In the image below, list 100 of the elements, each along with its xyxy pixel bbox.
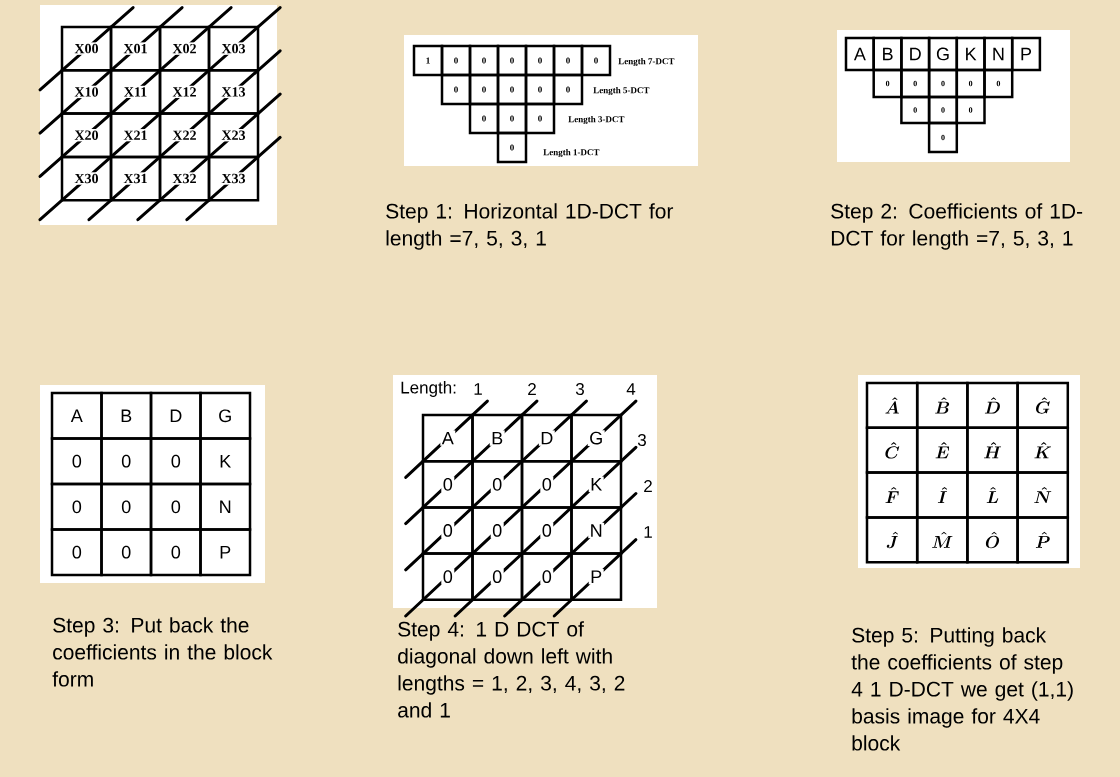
- grid-cell: B: [100, 391, 153, 440]
- length-label: Length 5-DCT: [593, 86, 650, 96]
- grid-cell: 0: [149, 482, 202, 531]
- grid-cell: X00: [60, 25, 113, 72]
- length-label: Length 3-DCT: [568, 115, 625, 125]
- grid-cell: 0: [520, 552, 573, 602]
- grid-cell: 0: [421, 459, 474, 509]
- grid-cell: 0: [100, 482, 153, 531]
- grid-cell: G: [570, 413, 623, 463]
- grid-cell: G: [199, 391, 252, 440]
- grid-cell: X21: [109, 112, 162, 159]
- grid-cell: K: [199, 437, 252, 486]
- grid-cell: X32: [158, 155, 211, 202]
- grid-cell: P: [199, 528, 252, 577]
- grid-cell: P: [570, 552, 623, 602]
- grid-cell: 0: [900, 95, 931, 125]
- grid-cell: X01: [109, 25, 162, 72]
- grid-cell: 0: [440, 73, 472, 106]
- length-number: 1: [644, 526, 652, 538]
- grid-cell: 0: [100, 528, 153, 577]
- grid-cell: X33: [207, 155, 260, 202]
- grid-cell: A: [844, 36, 875, 72]
- grid-cell: 0: [496, 73, 528, 106]
- grid-cell: 0: [955, 95, 986, 125]
- grid-cell: 0: [50, 482, 103, 531]
- grid-cell: 0: [872, 68, 903, 99]
- grid-cell: X10: [60, 69, 113, 115]
- grid-cell: $\hat{A}$: [865, 381, 919, 430]
- grid-cell: P: [1010, 36, 1042, 72]
- grid-cell: 0: [983, 68, 1014, 99]
- grid-cell: $\hat{C}$: [865, 426, 919, 474]
- grid-cell: 0: [468, 102, 500, 135]
- caption: Step 4: 1 D DCT of diagonal down left with lengths = 1, 2, 3, 4, 3, 2 and 1: [398, 621, 625, 718]
- grid-cell: $\hat{M}$: [915, 516, 969, 564]
- length-label: Length 7-DCT: [618, 57, 675, 67]
- grid-cell: D: [520, 413, 573, 463]
- grid-cell: X11: [109, 69, 162, 115]
- grid-cell: 0: [524, 44, 556, 77]
- grid-cell: A: [421, 413, 474, 463]
- grid-cell: $\hat{G}$: [1016, 381, 1070, 430]
- grid-cell: 0: [149, 528, 202, 577]
- grid-cell: 0: [421, 552, 474, 602]
- grid-cell: 1: [412, 44, 444, 77]
- grid-cell: 0: [471, 506, 524, 555]
- grid-cell: B: [471, 413, 524, 463]
- grid-cell: G: [927, 36, 959, 72]
- grid-cell: 0: [520, 459, 573, 509]
- grid-cell: 0: [900, 68, 931, 99]
- grid-cell: 0: [100, 437, 153, 486]
- grid-cell: N: [199, 482, 252, 531]
- caption: Step 1: Horizontal 1D-DCT for length =7, 5, 3, 1: [386, 203, 674, 250]
- grid-cell: 0: [50, 437, 103, 486]
- grid-cell: 0: [50, 528, 103, 577]
- length-caption: Length:: [401, 381, 456, 397]
- grid-cell: A: [50, 391, 103, 440]
- grid-cell: 0: [927, 68, 959, 99]
- grid-cell: X02: [158, 25, 211, 72]
- grid-cell: X12: [158, 69, 211, 115]
- length-number: 1: [474, 383, 482, 395]
- grid-cell: 0: [580, 44, 612, 77]
- grid-cell: $\hat{F}$: [865, 471, 919, 519]
- length-number: 3: [637, 434, 646, 446]
- grid-cell: $\hat{J}$: [865, 516, 919, 564]
- grid-cell: $\hat{E}$: [915, 426, 969, 474]
- grid-cell: 0: [440, 44, 472, 77]
- grid-cell: D: [149, 391, 202, 440]
- grid-cell: X20: [60, 112, 113, 159]
- grid-cell: 0: [496, 44, 528, 77]
- grid-cell: 0: [471, 459, 524, 509]
- caption: Step 2: Coefficients of 1D-DCT for length =7, 5, 3, 1: [831, 203, 1083, 250]
- grid-cell: $\hat{D}$: [966, 381, 1019, 430]
- grid-cell: X31: [109, 155, 162, 202]
- grid-cell: K: [570, 459, 623, 509]
- grid-cell: 0: [520, 506, 573, 555]
- grid-cell: N: [570, 506, 623, 555]
- caption: Step 5: Putting back the coefficients of step 4 1 D-DCT we get (1,1) basis image for 4X4 block: [851, 627, 1073, 751]
- grid-cell: 0: [468, 73, 500, 106]
- grid-cell: X30: [60, 155, 113, 202]
- grid-cell: B: [872, 36, 903, 72]
- grid-cell: 0: [468, 44, 500, 77]
- grid-cell: D: [900, 36, 931, 72]
- length-number: 4: [626, 383, 636, 395]
- grid-cell: 0: [955, 68, 986, 99]
- grid-cell: 0: [421, 506, 474, 555]
- grid-cell: X03: [207, 25, 260, 72]
- grid-cell: 0: [149, 437, 202, 486]
- grid-cell: 0: [552, 44, 584, 77]
- length-label: Length 1-DCT: [543, 148, 600, 158]
- grid-cell: $\hat{K}$: [1016, 426, 1070, 474]
- grid-cell: $\hat{L}$: [966, 471, 1019, 519]
- grid-cell: $\hat{O}$: [966, 516, 1019, 564]
- grid-cell: 0: [927, 121, 959, 154]
- grid-cell: 0: [524, 73, 556, 106]
- grid-cell: K: [955, 36, 986, 72]
- length-number: 2: [528, 383, 536, 395]
- grid-cell: 0: [927, 95, 959, 125]
- grid-cell: $\hat{I}$: [915, 471, 969, 519]
- length-number: 2: [644, 480, 652, 492]
- grid-cell: 0: [496, 102, 528, 135]
- grid-cell: 0: [524, 102, 556, 135]
